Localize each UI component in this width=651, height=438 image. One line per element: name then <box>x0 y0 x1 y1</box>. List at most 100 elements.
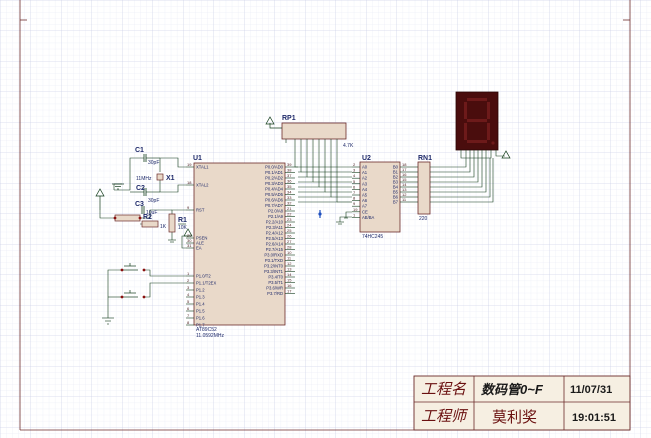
pin-name: A7 <box>362 204 368 209</box>
pin-number: 18 <box>187 180 192 185</box>
pin-number: 22 <box>287 212 292 217</box>
crystal-body[interactable] <box>156 173 164 181</box>
pin-number: 1 <box>353 212 356 217</box>
crystal-x1[interactable]: X1 11MHz <box>136 173 175 182</box>
r1-body[interactable] <box>168 213 176 233</box>
buffer-part: 74HC245 <box>362 234 383 240</box>
pin-number: 36 <box>287 179 292 184</box>
buffer-body[interactable] <box>359 161 401 233</box>
pin-name: A4 <box>362 187 368 192</box>
reset-button[interactable] <box>113 214 142 222</box>
pin-number: 19 <box>187 162 192 167</box>
drawing-date: 11/07/31 <box>570 384 612 396</box>
pin-number: 13 <box>287 267 292 272</box>
resistor-net-rn1[interactable]: RN1 220 <box>417 155 432 222</box>
project-value: 数码管0~F <box>481 382 544 397</box>
resistor-r2[interactable]: R2 1K <box>141 214 167 230</box>
rn1-body[interactable] <box>417 161 431 215</box>
seven-segment-display[interactable] <box>455 91 511 175</box>
pin-name: P2.2/A10 <box>266 220 284 225</box>
resistor-r1[interactable]: R1 10K <box>168 213 188 233</box>
key-button-1[interactable] <box>120 263 146 272</box>
pin-number: 33 <box>287 195 292 200</box>
pin-name: P3.7/RD <box>267 291 283 296</box>
r2-body[interactable] <box>141 220 159 228</box>
pin-number: 11 <box>402 197 407 202</box>
pin-number: 13 <box>402 187 407 192</box>
capacitor-c1[interactable] <box>143 154 160 162</box>
mcu-body[interactable] <box>193 162 286 326</box>
c3-ref: C3 <box>135 201 144 208</box>
pin-number: 3 <box>187 285 190 290</box>
pin-number: 32 <box>287 201 292 206</box>
capacitor-c2[interactable] <box>143 188 160 196</box>
key-button-2[interactable] <box>120 290 146 299</box>
rp1-body[interactable] <box>281 122 347 140</box>
pin-name: P0.6/AD6 <box>265 198 284 203</box>
resistor-pack-rp1[interactable]: RP1 4.7K <box>265 115 354 149</box>
pin-name: B6 <box>393 195 399 200</box>
capacitor-c3[interactable] <box>141 206 145 214</box>
buffer-ref: U2 <box>362 155 371 162</box>
